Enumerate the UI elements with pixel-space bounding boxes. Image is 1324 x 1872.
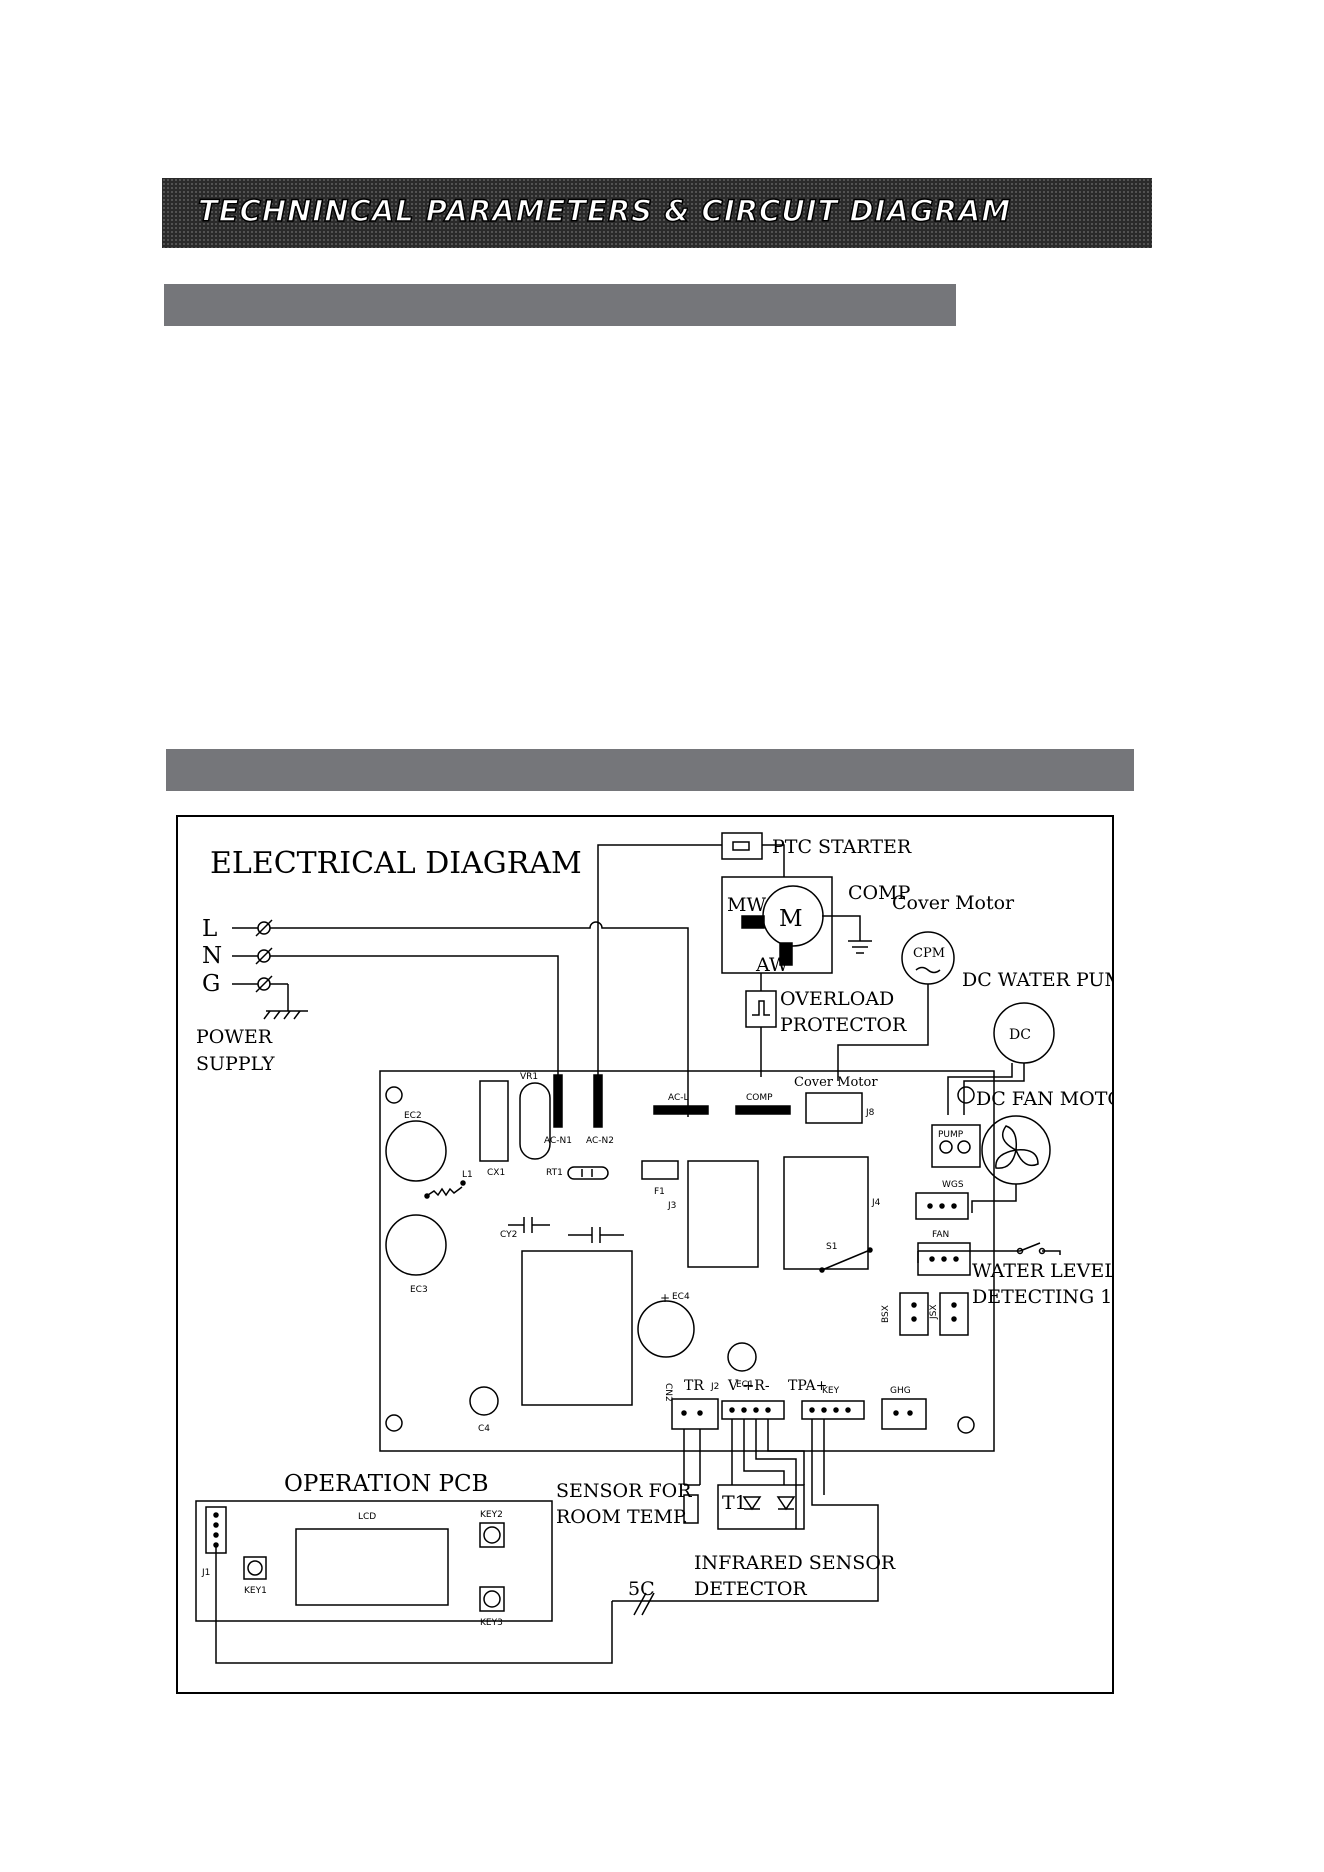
svg-text:T1: T1 <box>722 1492 747 1514</box>
svg-text:J8: J8 <box>865 1108 875 1118</box>
electrical-diagram: ELECTRICAL DIAGRAM L N G POWER SUPPLY PT… <box>176 815 1114 1695</box>
cover-motor-label: Cover Motor <box>892 892 1015 914</box>
overload-protector <box>745 990 777 1028</box>
svg-text:DC: DC <box>1009 1027 1031 1043</box>
svg-text:BSX: BSX <box>881 1305 891 1323</box>
compressor: M MW AW COMP <box>721 876 911 976</box>
svg-text:GHG: GHG <box>890 1386 911 1396</box>
room-temp-sensor <box>683 1494 699 1524</box>
section-bar-parameters <box>164 284 956 326</box>
terminal-N: N <box>202 943 222 969</box>
svg-text:KEY1: KEY1 <box>244 1586 267 1596</box>
power-supply: L N G POWER SUPPLY <box>196 916 308 1075</box>
svg-text:J1: J1 <box>201 1568 210 1578</box>
svg-text:MW: MW <box>727 894 766 916</box>
operation-pcb-title: OPERATION PCB <box>284 1471 488 1497</box>
svg-text:Cover Motor: Cover Motor <box>794 1075 878 1090</box>
svg-text:J3: J3 <box>667 1201 676 1211</box>
svg-text:OVERLOAD: OVERLOAD <box>780 988 894 1010</box>
svg-text:5C: 5C <box>628 1578 655 1600</box>
svg-text:COMP: COMP <box>746 1093 773 1103</box>
svg-text:LCD: LCD <box>358 1512 376 1522</box>
svg-text:TR: TR <box>684 1378 704 1394</box>
svg-text:WGS: WGS <box>942 1180 964 1190</box>
svg-text:PUMP: PUMP <box>938 1130 964 1140</box>
svg-text:EC3: EC3 <box>410 1285 428 1295</box>
svg-text:AC-L: AC-L <box>668 1093 689 1103</box>
main-pcb: EC2 CX1 VR1 RT1 AC-N1 AC-N2 AC-L COMP Co… <box>379 1070 995 1452</box>
svg-text:KEY: KEY <box>822 1386 840 1396</box>
comp-label: COMP <box>848 882 911 904</box>
svg-text:F1: F1 <box>654 1187 665 1197</box>
svg-text:TPA+: TPA+ <box>788 1378 827 1394</box>
svg-text:EC2: EC2 <box>404 1111 422 1121</box>
svg-text:FAN: FAN <box>932 1230 949 1240</box>
svg-text:DC FAN MOTOR: DC FAN MOTOR <box>976 1088 1114 1110</box>
diagram-title: ELECTRICAL DIAGRAM <box>210 846 582 881</box>
svg-text:KEY2: KEY2 <box>480 1510 503 1520</box>
svg-text:AC-N2: AC-N2 <box>586 1136 614 1146</box>
section-bar-circuit <box>166 749 1134 791</box>
operation-pcb: OPERATION PCB J1 KEY1 LCD KEY2 KEY3 <box>195 1471 553 1628</box>
power-supply-label-1: POWER <box>196 1026 273 1048</box>
ptc-starter-label: PTC STARTER <box>772 836 912 858</box>
svg-text:ROOM TEMP.: ROOM TEMP. <box>556 1506 688 1528</box>
svg-text:+: + <box>660 1291 670 1305</box>
page-title: TECHNINCAL PARAMETERS & CIRCUIT DIAGRAM <box>197 193 1012 229</box>
svg-text:CN2: CN2 <box>663 1383 673 1402</box>
power-supply-label-2: SUPPLY <box>196 1053 275 1075</box>
terminal-L: L <box>202 916 217 942</box>
svg-text:RT1: RT1 <box>546 1168 563 1178</box>
ptc-starter <box>721 832 763 860</box>
svg-text:L1: L1 <box>462 1170 473 1180</box>
svg-text:JSX: JSX <box>929 1304 939 1320</box>
svg-text:DETECTING 1: DETECTING 1 <box>972 1286 1112 1308</box>
svg-text:AW: AW <box>755 954 789 976</box>
svg-text:SENSOR FOR: SENSOR FOR <box>556 1480 692 1502</box>
svg-text:CX1: CX1 <box>487 1168 505 1178</box>
svg-text:J2: J2 <box>710 1382 719 1392</box>
svg-text:J4: J4 <box>871 1198 881 1208</box>
diagram-frame <box>176 815 1114 1694</box>
svg-text:INFRARED SENSOR: INFRARED SENSOR <box>694 1552 896 1574</box>
svg-text:DC WATER PUMP: DC WATER PUMP <box>962 969 1114 991</box>
svg-text:C4: C4 <box>478 1424 490 1434</box>
svg-text:VR1: VR1 <box>520 1072 538 1082</box>
svg-text:PROTECTOR: PROTECTOR <box>780 1014 907 1036</box>
svg-text:DETECTOR: DETECTOR <box>694 1578 807 1600</box>
svg-text:KEY3: KEY3 <box>480 1618 503 1628</box>
svg-text:V +R-: V +R- <box>727 1378 770 1394</box>
svg-text:CPM: CPM <box>913 946 945 961</box>
svg-text:CY2: CY2 <box>500 1230 517 1240</box>
infrared-sensor <box>717 1484 805 1530</box>
terminal-G: G <box>202 971 220 997</box>
svg-text:S1: S1 <box>826 1242 837 1252</box>
title-banner: TECHNINCAL PARAMETERS & CIRCUIT DIAGRAM <box>162 178 1152 248</box>
svg-text:WATER LEVEL: WATER LEVEL <box>972 1260 1114 1282</box>
svg-text:EC1: EC1 <box>736 1380 754 1390</box>
svg-text:AC-N1: AC-N1 <box>544 1136 572 1146</box>
svg-text:EC4: EC4 <box>672 1292 690 1302</box>
svg-text:M: M <box>779 906 803 932</box>
